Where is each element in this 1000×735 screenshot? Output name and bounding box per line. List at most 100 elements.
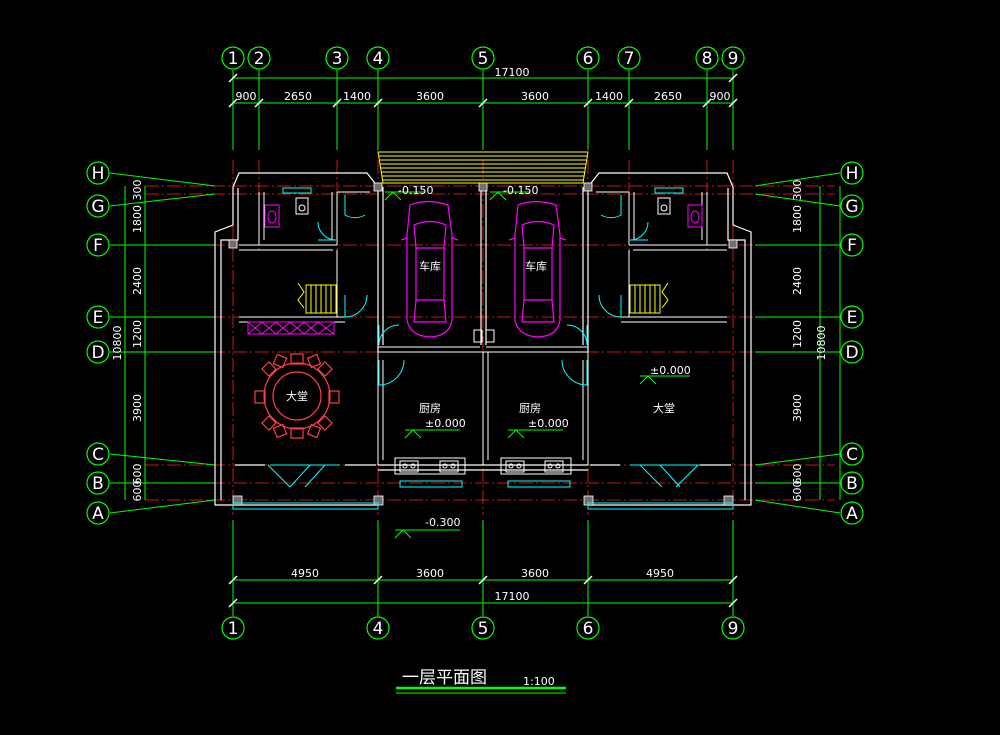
dim-left-2: 1800 xyxy=(131,205,144,233)
dim-left-6: 600 xyxy=(131,464,144,485)
grid-bubble-top-5: 5 xyxy=(471,46,495,70)
dim-bottom-total: 17100 xyxy=(495,590,530,603)
grid-bubble-left-B: B xyxy=(86,471,110,495)
grid-bubble-top-9: 9 xyxy=(721,46,745,70)
garage-canopy xyxy=(377,151,589,184)
dim-top-4: 3600 xyxy=(416,90,444,103)
svg-text:5: 5 xyxy=(478,619,489,639)
right-dimension-labels: 300 1800 2400 1200 3900 600 600 10800 xyxy=(791,180,828,502)
interior-walls xyxy=(239,191,727,465)
drawing-title-block: 一层平面图 1:100 xyxy=(396,668,566,694)
svg-text:3: 3 xyxy=(332,49,343,69)
grid-bubble-right-D: D xyxy=(840,340,864,364)
svg-text:4: 4 xyxy=(373,619,384,639)
dim-left-4: 1200 xyxy=(131,320,144,348)
dim-left-7: 600 xyxy=(131,481,144,502)
grid-bubble-bottom-6: 6 xyxy=(576,616,600,640)
grid-bubble-right-E: E xyxy=(840,305,864,329)
grid-bubble-bottom-1: 1 xyxy=(221,616,245,640)
dimension-ticks xyxy=(228,73,738,608)
garage-center-door xyxy=(473,329,495,343)
drawing-title: 一层平面图 xyxy=(402,668,487,688)
grid-bubble-top-8: 8 xyxy=(695,46,719,70)
bathroom-right-fixtures xyxy=(687,204,703,228)
cabinet-row xyxy=(247,321,335,335)
svg-text:E: E xyxy=(93,308,104,328)
grid-bubble-right-A: A xyxy=(840,501,864,525)
svg-text:C: C xyxy=(92,445,104,465)
svg-text:D: D xyxy=(845,343,858,363)
bathroom-left-fixtures xyxy=(264,204,280,228)
grid-bubble-left-C: C xyxy=(86,442,110,466)
dim-top-7: 2650 xyxy=(654,90,682,103)
dim-bottom-2: 3600 xyxy=(416,567,444,580)
svg-text:6: 6 xyxy=(583,619,594,639)
grid-bubble-top-6: 6 xyxy=(576,46,600,70)
svg-text:8: 8 xyxy=(702,49,713,69)
level-hall-right: ±0.000 xyxy=(650,364,691,377)
svg-text:1: 1 xyxy=(228,619,239,639)
svg-text:H: H xyxy=(846,164,859,184)
stair-left xyxy=(297,282,337,314)
svg-text:F: F xyxy=(93,236,103,256)
dim-right-5: 3900 xyxy=(791,394,804,422)
dim-left-1: 300 xyxy=(131,180,144,201)
dining-table xyxy=(254,353,340,439)
room-label-kitchen-left: 厨房 xyxy=(419,402,441,415)
exterior-walls xyxy=(214,172,752,506)
level-outdoor: -0.300 xyxy=(425,516,460,529)
dim-right-total: 10800 xyxy=(815,326,828,361)
grid-bubble-left-D: D xyxy=(86,340,110,364)
svg-text:C: C xyxy=(846,445,858,465)
svg-text:4: 4 xyxy=(373,49,384,69)
stair-right xyxy=(629,282,669,314)
dim-right-6: 600 xyxy=(791,464,804,485)
svg-text:G: G xyxy=(91,197,104,217)
svg-text:9: 9 xyxy=(728,49,739,69)
svg-text:9: 9 xyxy=(728,619,739,639)
level-garage-right: -0.150 xyxy=(503,184,538,197)
bathroom-left-basin xyxy=(295,197,309,215)
dim-top-8: 900 xyxy=(710,90,731,103)
top-dimension-labels: 900 2650 1400 3600 3600 1400 2650 900 17… xyxy=(236,66,731,103)
dim-left-5: 3900 xyxy=(131,394,144,422)
svg-text:5: 5 xyxy=(478,49,489,69)
dim-top-2: 2650 xyxy=(284,90,312,103)
level-markers xyxy=(384,191,690,539)
room-labels: 车库 车库 大堂 大堂 厨房 厨房 xyxy=(286,259,675,415)
dim-top-5: 3600 xyxy=(521,90,549,103)
grid-bubble-bottom-5: 5 xyxy=(471,616,495,640)
room-label-kitchen-right: 厨房 xyxy=(519,402,541,415)
kitchen-counters xyxy=(394,457,572,475)
grid-bubble-right-H: H xyxy=(840,161,864,185)
grid-bubble-left-A: A xyxy=(86,501,110,525)
svg-text:2: 2 xyxy=(254,49,265,69)
grid-bubble-right-B: B xyxy=(840,471,864,495)
dim-bottom-3: 3600 xyxy=(521,567,549,580)
svg-text:D: D xyxy=(91,343,104,363)
dim-right-4: 1200 xyxy=(791,320,804,348)
level-kitchen-right: ±0.000 xyxy=(528,417,569,430)
room-label-garage-right: 车库 xyxy=(525,259,547,273)
windows xyxy=(232,187,734,510)
dim-top-6: 1400 xyxy=(595,90,623,103)
dim-left-total: 10800 xyxy=(111,326,124,361)
grid-bubble-top-4: 4 xyxy=(366,46,390,70)
grid-bubble-top-1: 1 xyxy=(221,46,245,70)
level-texts: -0.150 -0.150 ±0.000 ±0.000 ±0.000 -0.30… xyxy=(398,184,691,529)
svg-text:F: F xyxy=(847,236,857,256)
svg-text:A: A xyxy=(92,504,104,524)
svg-text:A: A xyxy=(846,504,858,524)
bottom-grid-bubbles: 1 4 5 6 9 xyxy=(221,616,745,640)
level-garage-left: -0.150 xyxy=(398,184,433,197)
svg-text:E: E xyxy=(847,308,858,328)
dim-right-7: 600 xyxy=(791,481,804,502)
svg-text:B: B xyxy=(846,474,858,494)
dim-right-2: 1800 xyxy=(791,205,804,233)
left-dimension-labels: 300 1800 2400 1200 3900 600 600 10800 xyxy=(111,180,144,502)
right-grid-bubbles: H G F E D C B A xyxy=(840,161,864,525)
dim-left-3: 2400 xyxy=(131,267,144,295)
svg-text:G: G xyxy=(845,197,858,217)
grid-bubble-right-F: F xyxy=(840,233,864,257)
